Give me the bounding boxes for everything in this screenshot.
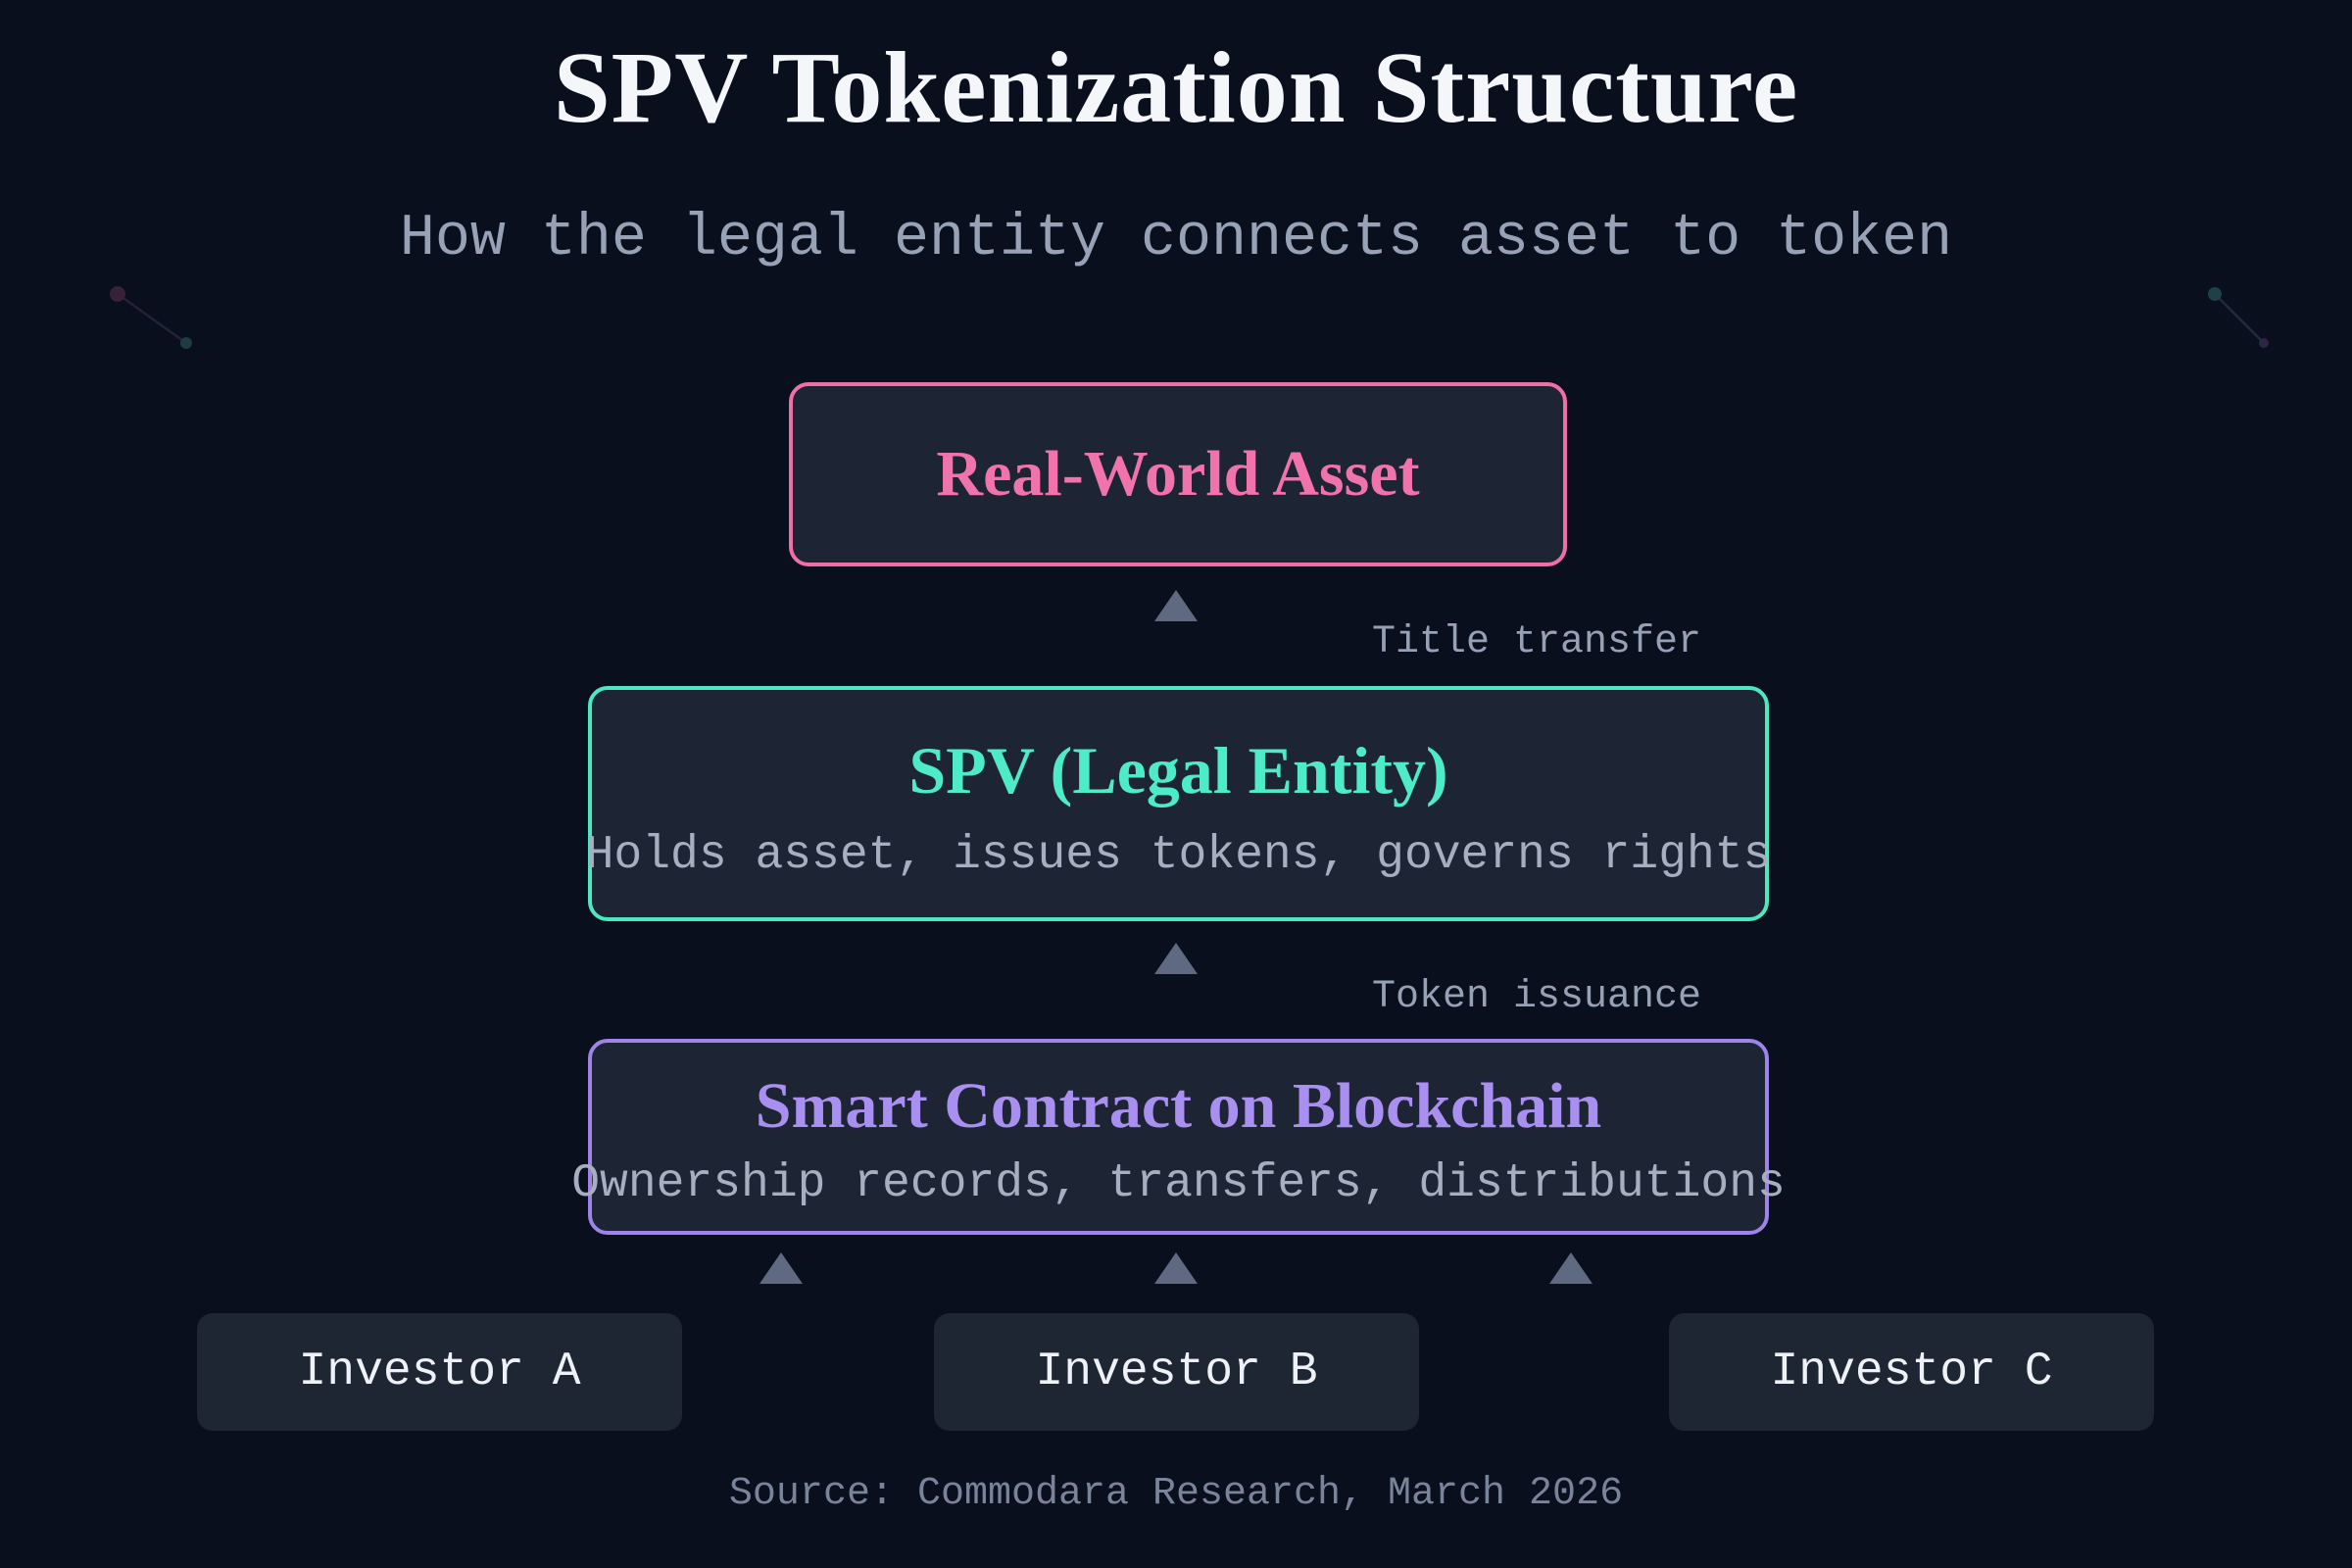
constellation-dot [110, 286, 125, 302]
page-subtitle: How the legal entity connects asset to t… [399, 206, 1953, 272]
edge-label-token-issuance: Token issuance [1372, 975, 1702, 1019]
arrow-up-icon [1154, 1252, 1198, 1284]
node-smart-contract: Smart Contract on Blockchain Ownership r… [571, 1039, 1786, 1235]
constellation-line [2214, 293, 2265, 344]
arrow-up-icon [1549, 1252, 1592, 1284]
page-title: SPV Tokenization Structure [553, 31, 1799, 144]
arrow-up-icon [1154, 943, 1198, 974]
spv-title: SPV (Legal Entity) [908, 732, 1448, 808]
constellation-dot [2259, 338, 2269, 348]
node-spv-legal-entity: SPV (Legal Entity) Holds asset, issues t… [585, 686, 1772, 921]
constellation-right [2208, 287, 2269, 348]
arrow-up-icon [1154, 590, 1198, 621]
arrow-up-icon [760, 1252, 803, 1284]
investor-c-label: Investor C [1770, 1346, 2053, 1398]
investor-box-c: Investor C [1669, 1313, 2154, 1431]
constellation-left [110, 286, 192, 349]
constellation-line [117, 292, 187, 345]
investor-box-b: Investor B [934, 1313, 1419, 1431]
spv-description: Holds asset, issues tokens, governs righ… [585, 828, 1772, 882]
investor-b-label: Investor B [1035, 1346, 1318, 1398]
edge-label-title-transfer: Title transfer [1372, 620, 1702, 664]
investor-box-a: Investor A [197, 1313, 682, 1431]
real-world-asset-title: Real-World Asset [936, 437, 1420, 510]
footer-source: Source: Commodara Research, March 2026 [728, 1472, 1624, 1516]
smart-contract-title: Smart Contract on Blockchain [755, 1069, 1602, 1142]
constellation-dot [180, 337, 192, 349]
smart-contract-description: Ownership records, transfers, distributi… [571, 1157, 1786, 1211]
constellation-dot [2208, 287, 2222, 301]
investor-a-label: Investor A [298, 1346, 581, 1398]
node-real-world-asset: Real-World Asset [789, 382, 1567, 566]
